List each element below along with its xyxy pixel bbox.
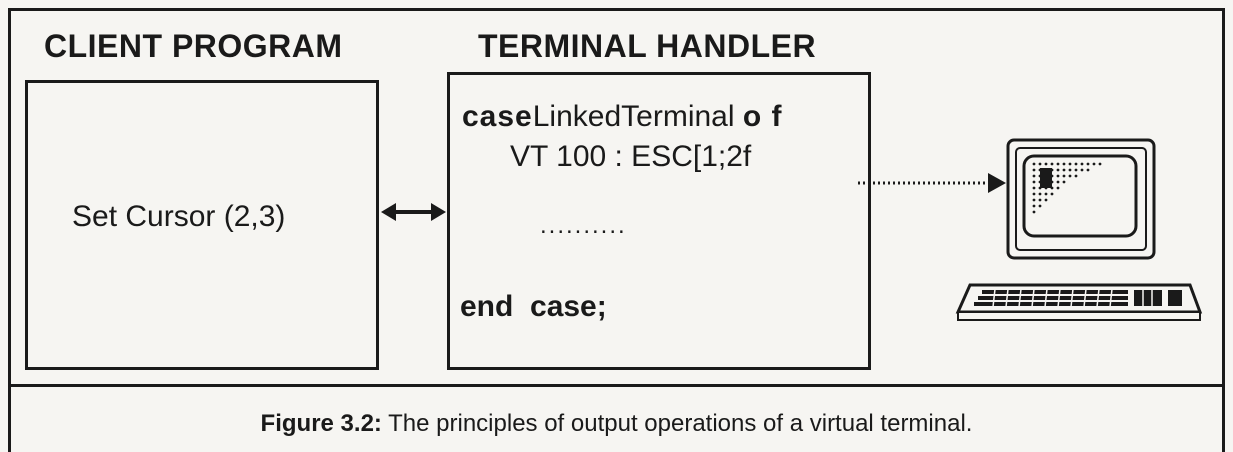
caption-label: Figure 3.2: [260, 410, 382, 437]
client-command-text: Set Cursor (2,3) [72, 200, 286, 233]
linked-terminal-text: LinkedTerminal [532, 100, 735, 133]
caption-text: The principles of output operations of a… [381, 410, 973, 437]
dotted-arrow-icon [858, 173, 1006, 193]
code-line-3: .......... [540, 212, 627, 239]
terminal-handler-title: TERMINAL HANDLER [478, 28, 817, 64]
double-arrow-icon [381, 203, 446, 221]
keyboard-icon [955, 283, 1203, 321]
client-program-box [25, 80, 379, 370]
caption-divider [8, 384, 1225, 387]
screen-dot-pattern [1032, 162, 1102, 214]
code-line-2: VT 100 : ESC[1;2f [510, 140, 752, 173]
computer-terminal-icon [1006, 138, 1156, 260]
terminal-handler-box [447, 72, 871, 370]
figure-frame [8, 8, 1225, 452]
cursor-block [1040, 168, 1052, 188]
case-keyword: case [462, 100, 533, 133]
of-keyword: o f [742, 100, 783, 133]
figure-caption: Figure 3.2: The principles of output ope… [0, 410, 1233, 438]
code-line-4: end case; [460, 290, 607, 323]
client-program-title: CLIENT PROGRAM [44, 28, 343, 64]
code-line-1: caseLinkedTerminal o f [462, 100, 783, 134]
